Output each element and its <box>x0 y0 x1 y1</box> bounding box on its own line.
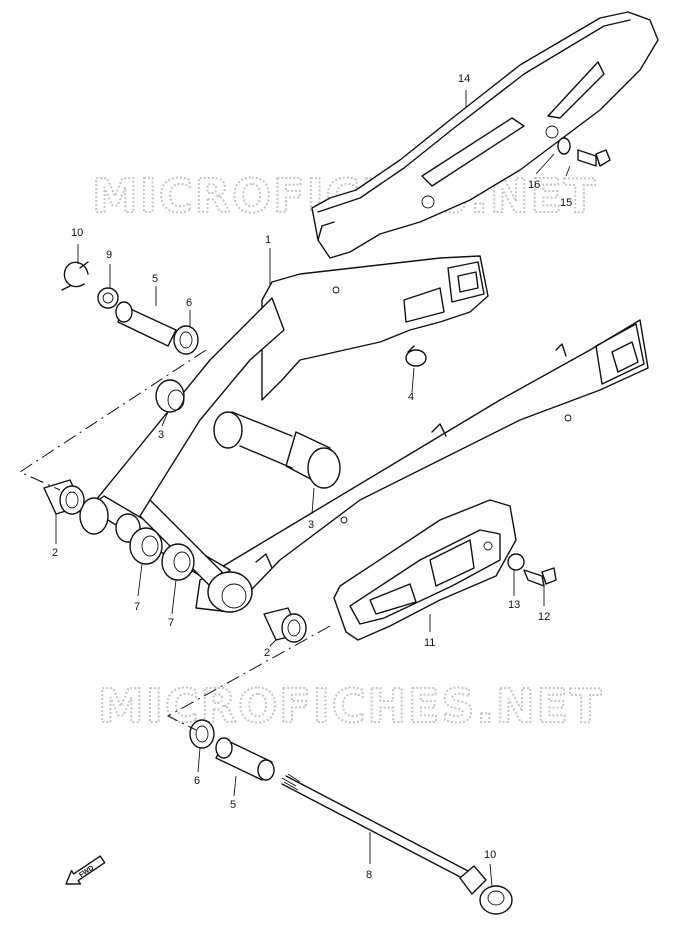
cap-4 <box>405 345 427 367</box>
fwd-arrow: FWD <box>65 855 106 885</box>
callout-8: 8 <box>366 869 372 881</box>
callout-16: 16 <box>528 179 540 191</box>
spacer-7-b <box>161 543 195 581</box>
callout-10-bottom: 10 <box>484 849 496 861</box>
callout-7-b: 7 <box>168 617 174 629</box>
bearing-2-left <box>43 479 85 515</box>
callout-3-center: 3 <box>308 519 314 531</box>
washer-13 <box>507 553 525 571</box>
callout-3-left: 3 <box>158 429 164 441</box>
callout-12: 12 <box>538 611 550 623</box>
assembly-line-lower <box>166 625 331 731</box>
nut-10-bottom <box>479 885 513 915</box>
bolt-15 <box>577 149 611 167</box>
watermark-bottom: MICROFICHES.NET <box>98 679 603 733</box>
callout-2-right: 2 <box>264 647 270 659</box>
spacer-7-a <box>129 527 163 565</box>
collar-5-bottom <box>215 737 275 781</box>
washer-16 <box>557 137 571 155</box>
seal-6-top <box>173 325 199 355</box>
callout-2-left: 2 <box>52 547 58 559</box>
fwd-label: FWD <box>78 864 95 879</box>
leader-lines <box>55 90 571 887</box>
swingarm <box>79 255 649 613</box>
callout-15: 15 <box>560 197 572 209</box>
callout-5-bottom: 5 <box>230 799 236 811</box>
chain-guard <box>333 499 517 641</box>
pivot-shaft-8 <box>281 773 487 895</box>
callout-5-top: 5 <box>152 273 158 285</box>
callouts: 1 14 16 15 10 9 5 6 4 3 3 2 7 7 2 11 13 … <box>52 73 572 881</box>
callout-7-a: 7 <box>134 601 140 613</box>
bolt-12 <box>523 567 557 587</box>
chain-case <box>311 11 659 259</box>
callout-6-top: 6 <box>186 297 192 309</box>
callout-6-bottom: 6 <box>194 775 200 787</box>
callout-14: 14 <box>458 73 470 85</box>
seal-6-bottom <box>189 719 215 749</box>
bearing-3-left <box>155 379 185 413</box>
callout-10-top: 10 <box>71 227 83 239</box>
collar-5-top <box>115 301 177 347</box>
callout-13: 13 <box>508 599 520 611</box>
callout-4: 4 <box>408 391 414 403</box>
circlip-10-top <box>61 261 89 291</box>
nut-9 <box>97 287 119 309</box>
callout-1: 1 <box>265 234 271 246</box>
bearing-2-right <box>263 607 307 643</box>
callout-11: 11 <box>424 637 435 649</box>
callout-9: 9 <box>106 249 112 261</box>
